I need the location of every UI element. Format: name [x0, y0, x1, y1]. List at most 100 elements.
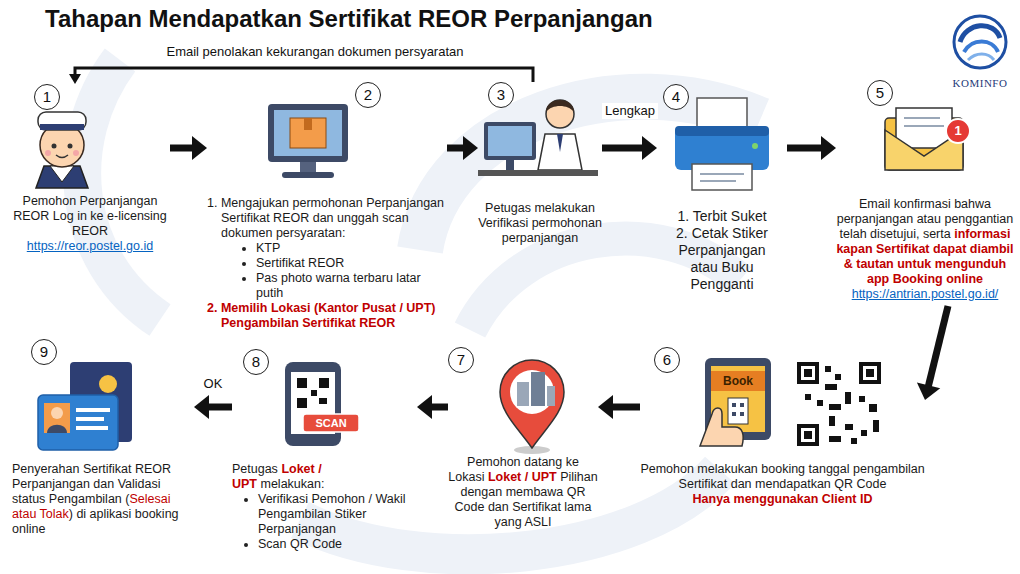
step-paragraph: Penyerahan Sertifikat REOR Perpanjangan …: [12, 462, 194, 537]
step-text-part: Pemohon Perpanjangan REOR Log in ke e-li…: [13, 194, 167, 238]
connector-line: [447, 145, 465, 152]
bullet-item: Pas photo warna terbaru latar putih: [207, 271, 447, 301]
step-text: Penyerahan Sertifikat REOR Perpanjangan …: [12, 462, 194, 537]
laptop-box-icon-shape: [290, 118, 326, 148]
edge-label: Lengkap: [602, 103, 658, 119]
step-text-part: 2. Cetak Stiker Perpanjangan atau Buku P…: [676, 225, 768, 292]
edge-label: OK: [201, 376, 226, 392]
kominfo-logo-shape: [964, 42, 998, 53]
step-number: 9: [31, 339, 57, 365]
qr-code-icon-shape: [851, 438, 857, 444]
envelope-icon-shape: [896, 108, 952, 148]
qr-code-icon-shape: [829, 416, 835, 426]
step-paragraph: Email konfirmasi bahwa perpanjangan atau…: [836, 197, 1014, 287]
qr-code-icon-shape: [825, 384, 837, 390]
step-paragraph: Pemohon datang ke LokasiLoket / UPTPilih…: [448, 455, 598, 530]
officer-at-computer-icon-shape: [546, 100, 574, 128]
arrowhead: [192, 136, 207, 160]
laptop-box-icon: [268, 104, 348, 178]
connector-line: [787, 145, 823, 152]
bullet-item: Scan QR Code: [232, 537, 417, 552]
arrowhead: [917, 383, 940, 400]
officer-at-computer-icon-shape: [546, 100, 574, 112]
kominfo-logo-shape: [960, 26, 1000, 42]
connector: [787, 136, 836, 160]
phone-scan-icon-shape: [319, 398, 327, 404]
step-paragraph: PetugasLoket / UPTmelakukan:: [232, 462, 417, 492]
bullet-item: KTP: [207, 241, 447, 256]
sailor-icon: [36, 112, 88, 188]
step-text-part: 1. Mengajukan permohonan Perpanjangan Se…: [207, 196, 444, 240]
id-card-icon-shape: [38, 395, 118, 450]
phone-scan-icon-shape: [319, 378, 329, 388]
numbered-item: 1. Mengajukan permohonan Perpanjangan Se…: [207, 196, 447, 241]
connector: [69, 68, 533, 84]
connector: [598, 395, 640, 419]
step-number: 4: [663, 84, 689, 110]
tablet-booking-icon-shape: [711, 371, 765, 391]
connector-line: [430, 404, 448, 411]
background-swirl-shape: [82, 60, 160, 320]
printer-icon-shape: [700, 180, 736, 182]
step-paragraph: https://antrian.postel.go.id/: [836, 287, 1014, 302]
step-node: PetugasLoket / UPTmelakukan:Verifikasi P…: [232, 349, 417, 556]
step-text: Petugas melakukan Verifikasi permohonan …: [478, 201, 602, 246]
step-paragraph: Pemohon Perpanjangan REOR Log in ke e-li…: [10, 194, 170, 239]
step-text: Email konfirmasi bahwa perpanjangan atau…: [836, 197, 1014, 302]
envelope-icon-shape: [904, 125, 944, 127]
step-text: 1. Mengajukan permohonan Perpanjangan Se…: [207, 196, 447, 331]
id-card-icon-shape: [47, 425, 67, 433]
tablet-booking-icon: [700, 358, 771, 446]
phone-scan-icon-shape: [285, 362, 341, 446]
qr-code-icon-shape: [804, 431, 812, 439]
arrowhead: [598, 395, 613, 419]
tablet-booking-icon-shape: [740, 403, 744, 407]
connector-line: [928, 306, 948, 387]
printer-icon-shape: [752, 143, 758, 149]
step-number: 7: [448, 347, 474, 373]
arrowhead: [69, 74, 81, 84]
tablet-booking-icon-shape: [732, 412, 736, 416]
sailor-icon-shape: [36, 166, 88, 188]
icon-text: Book: [723, 373, 753, 389]
edge-label: Email penolakan kekurangan dokumen persy…: [163, 44, 466, 60]
qr-code-icon-shape: [866, 369, 874, 377]
step-number: 2: [355, 82, 381, 108]
connector-line: [602, 145, 644, 152]
sailor-icon-shape: [40, 123, 84, 167]
qr-code-icon-shape: [859, 362, 881, 384]
kominfo-logo: [954, 16, 1006, 68]
printer-icon: [675, 98, 769, 190]
sailor-icon-shape: [38, 112, 86, 130]
connector: [447, 136, 478, 160]
title: Tahapan Mendapatkan Sertifikat REOR Perp…: [45, 5, 653, 33]
bullet-dot: [242, 247, 246, 251]
qr-code-icon-shape: [797, 362, 819, 384]
qr-code-icon-shape: [835, 374, 841, 380]
bullet-text: Sertifikat REOR: [256, 256, 344, 270]
step-paragraph: Hanya menggunakan Client ID: [640, 492, 925, 507]
phone-scan-icon-shape: [303, 414, 359, 432]
step-text-part: melakukan:: [261, 477, 325, 491]
step-text-part: 1. Terbit Suket: [677, 208, 766, 224]
step-text-part: Loket / UPT: [488, 470, 557, 484]
phone-scan-icon: [285, 362, 359, 446]
step-number: 5: [867, 80, 893, 106]
officer-at-computer-icon-shape: [488, 126, 532, 156]
step-text-part: 2. Memilih Lokasi (Kantor Pusat / UPT) P…: [207, 301, 436, 330]
location-pin-icon-shape: [547, 386, 555, 406]
arrowhead: [194, 395, 209, 419]
officer-at-computer-icon-shape: [484, 122, 536, 160]
officer-at-computer-icon-shape: [557, 134, 563, 152]
id-card-icon-shape: [44, 403, 70, 433]
bullet-dot: [242, 277, 246, 281]
phone-scan-icon-shape: [297, 398, 307, 408]
kominfo-logo-shape: [968, 54, 994, 60]
laptop-box-icon-shape: [268, 104, 348, 162]
connector: [194, 395, 232, 419]
background-swirl: [82, 60, 760, 554]
kominfo-logo-shape: [954, 16, 1006, 68]
step-node: Email konfirmasi bahwa perpanjangan atau…: [836, 80, 1014, 306]
